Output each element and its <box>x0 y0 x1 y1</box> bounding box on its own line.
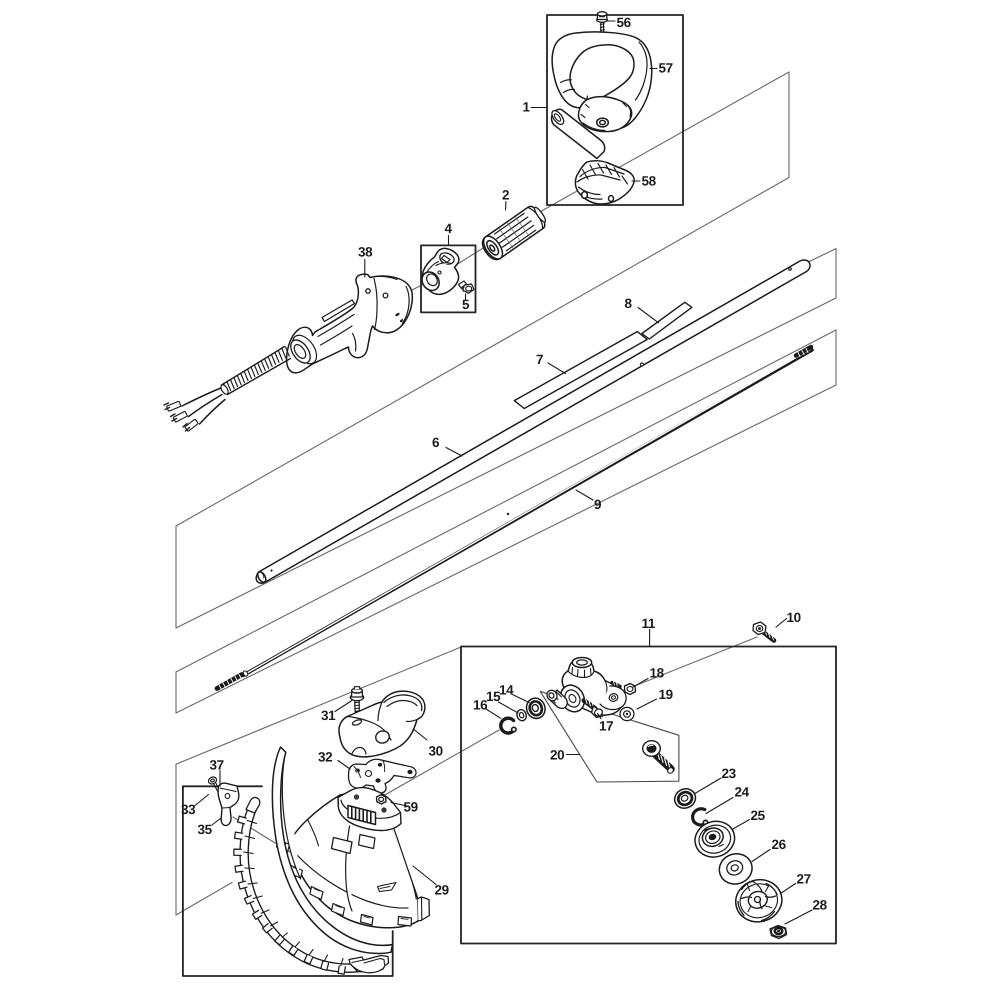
svg-text:19: 19 <box>659 687 673 702</box>
svg-text:26: 26 <box>772 837 787 852</box>
svg-text:23: 23 <box>722 766 737 781</box>
svg-text:6: 6 <box>432 435 440 450</box>
svg-text:7: 7 <box>536 352 543 367</box>
svg-text:16: 16 <box>473 698 488 713</box>
svg-text:24: 24 <box>735 785 750 800</box>
svg-text:57: 57 <box>659 61 673 76</box>
svg-text:27: 27 <box>797 872 811 887</box>
svg-text:14: 14 <box>499 683 514 698</box>
svg-text:28: 28 <box>813 898 828 913</box>
svg-text:8: 8 <box>625 296 633 311</box>
svg-text:15: 15 <box>486 689 501 704</box>
svg-text:10: 10 <box>787 610 801 625</box>
svg-text:33: 33 <box>181 802 196 817</box>
svg-text:9: 9 <box>594 497 601 512</box>
svg-text:35: 35 <box>198 822 213 837</box>
svg-text:58: 58 <box>642 174 657 189</box>
svg-text:59: 59 <box>404 800 418 815</box>
svg-text:5: 5 <box>462 297 470 312</box>
svg-text:18: 18 <box>650 666 665 681</box>
svg-text:2: 2 <box>502 188 509 203</box>
svg-text:38: 38 <box>358 245 373 260</box>
svg-text:56: 56 <box>617 15 632 30</box>
svg-text:11: 11 <box>642 616 656 631</box>
svg-text:32: 32 <box>318 750 332 765</box>
svg-text:29: 29 <box>435 883 449 898</box>
svg-text:37: 37 <box>210 758 224 773</box>
svg-text:4: 4 <box>445 221 453 236</box>
svg-text:30: 30 <box>429 744 443 759</box>
svg-text:25: 25 <box>751 808 766 823</box>
svg-text:20: 20 <box>550 748 564 763</box>
svg-text:17: 17 <box>599 719 613 734</box>
svg-text:31: 31 <box>321 708 336 723</box>
svg-text:1: 1 <box>523 100 531 115</box>
